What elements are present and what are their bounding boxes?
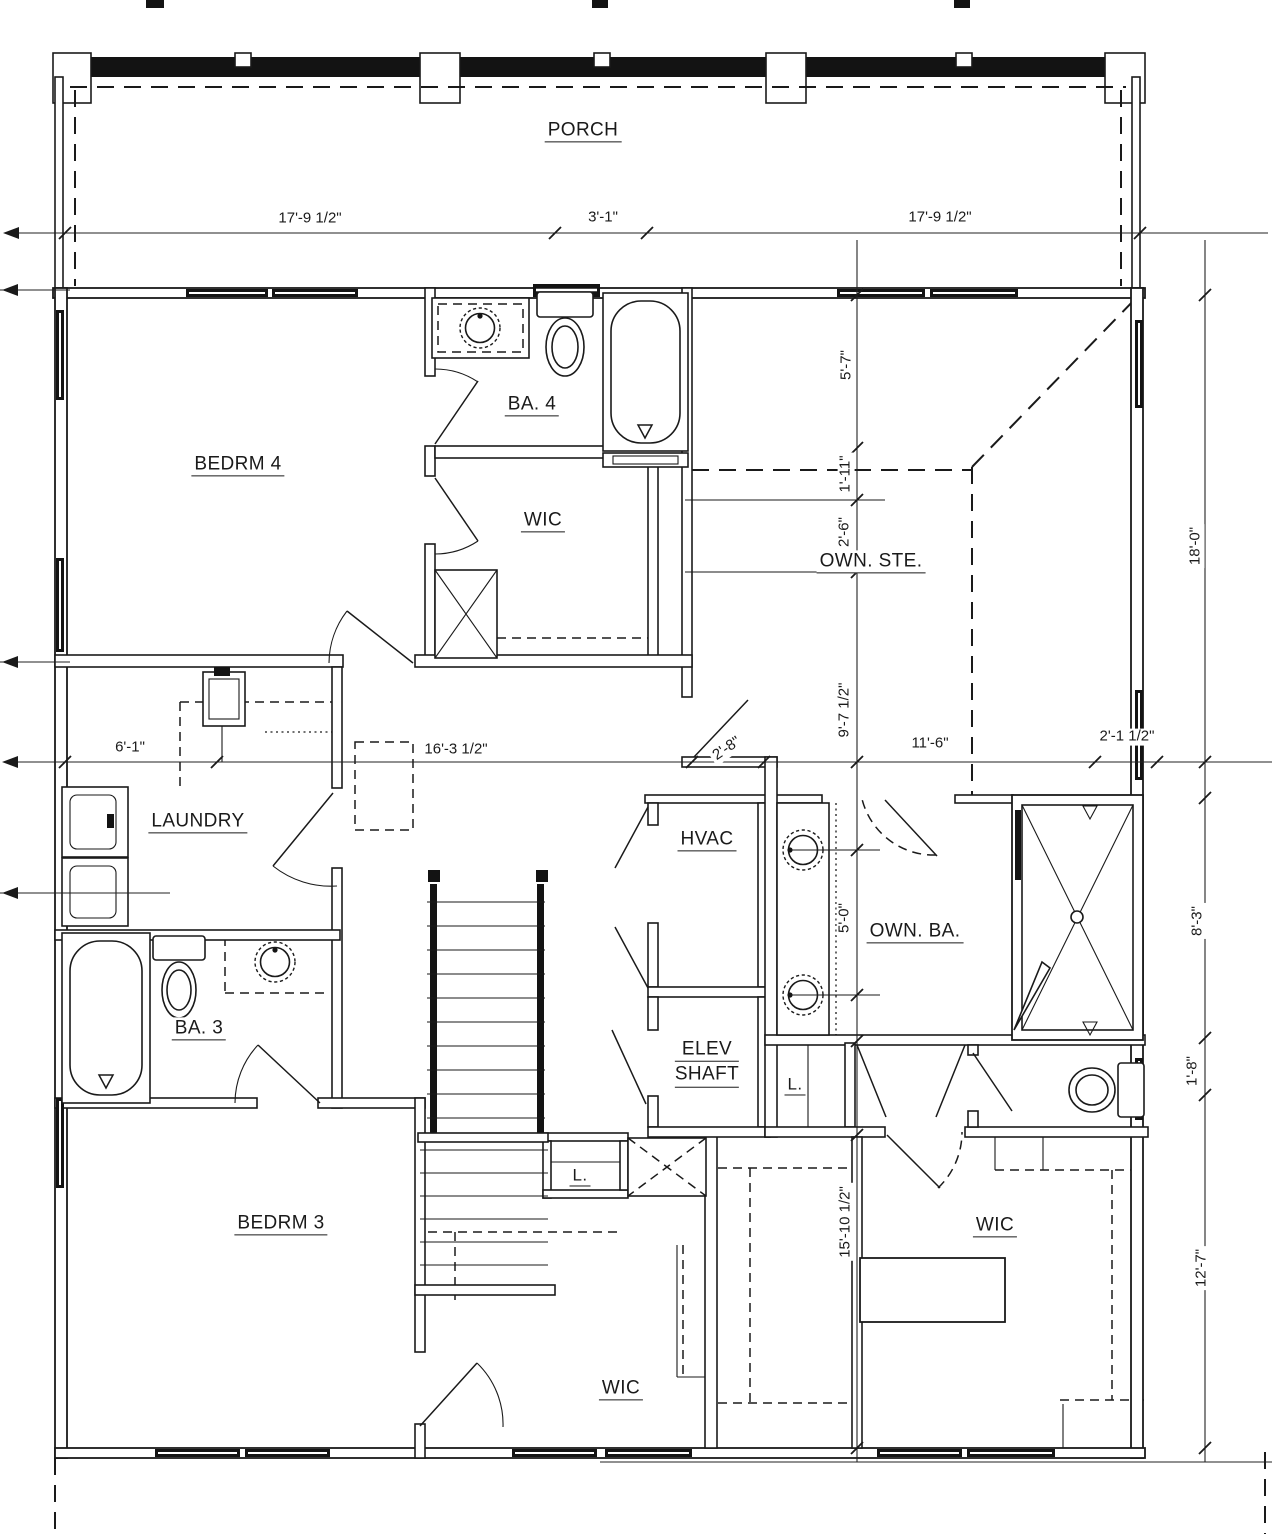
door-wic-ba4	[434, 477, 479, 555]
window-icon	[930, 289, 1018, 297]
window-icon	[56, 558, 64, 652]
porch-structure	[52, 0, 1146, 290]
room-label-bedrm3: BEDRM 3	[234, 1212, 328, 1236]
room-label-ba4: BA. 4	[504, 393, 560, 417]
window-icon	[155, 1449, 240, 1457]
elev-shaft-line2: SHAFT	[674, 1064, 740, 1088]
door-ba4	[434, 368, 479, 445]
door-hvac	[614, 806, 649, 989]
door-own-ste	[693, 699, 749, 758]
door-wic-owner	[886, 1131, 963, 1189]
dim-right-small: 1'-8"	[1184, 1053, 1202, 1089]
dim-right-mid: 8'-3"	[1189, 903, 1207, 939]
window-icon	[186, 289, 268, 297]
stairs	[417, 870, 549, 1266]
dryer	[61, 857, 129, 927]
vanity-sink-ba4	[431, 297, 530, 359]
dim-ste-top: 5'-7"	[838, 347, 856, 383]
window-icon	[605, 1449, 692, 1457]
room-label-own-ba: OWN. BA.	[866, 920, 964, 944]
door-bedrm3	[419, 1362, 504, 1428]
window-icon	[272, 289, 358, 297]
elev-shaft-line1: ELEV	[674, 1039, 740, 1062]
room-label-porch: PORCH	[544, 119, 622, 143]
ceiling-dash-lines	[54, 295, 1266, 1534]
door-ba3	[234, 1044, 321, 1104]
window-icon	[56, 310, 64, 400]
window-icon	[56, 1098, 64, 1188]
dim-wic-height: 15'-10 1/2"	[837, 1183, 855, 1261]
room-label-bedrm4: BEDRM 4	[191, 453, 285, 477]
chase-box-wic	[434, 569, 498, 659]
door-bedrm4	[328, 610, 414, 664]
dim-porch-left: 17'-9 1/2"	[275, 210, 345, 228]
dim-laundry-width: 6'-1"	[112, 739, 148, 757]
room-label-hvac: HVAC	[677, 828, 737, 852]
window-icon	[967, 1449, 1055, 1457]
utility-sink-laundry	[202, 667, 246, 762]
door-owner-hall-left	[856, 1044, 887, 1118]
dim-right-upper: 18'-0"	[1187, 523, 1205, 569]
shower-own-ba	[1011, 794, 1144, 1041]
toilet-own	[1068, 1062, 1145, 1118]
washer	[61, 786, 129, 858]
dim-ste-tall: 9'-7 1/2"	[836, 679, 854, 741]
room-label-wic-center: WIC	[598, 1377, 644, 1401]
door-toilet-room	[972, 1052, 1013, 1112]
window-icon	[877, 1449, 962, 1457]
room-label-laundry: LAUNDRY	[148, 810, 248, 834]
dim-shower-width: 2'-1 1/2"	[1096, 728, 1158, 746]
room-label-linen-stair: L.	[569, 1165, 591, 1187]
window-icon	[512, 1449, 597, 1457]
window-icon	[245, 1449, 330, 1457]
room-label-ba3: BA. 3	[171, 1017, 227, 1041]
sink-ba3	[254, 941, 296, 983]
attic-access-box	[627, 1137, 707, 1197]
door-laundry	[272, 792, 338, 887]
door-own-ba	[861, 798, 938, 857]
fixtures	[61, 291, 1145, 1323]
dim-ste-mid: 1'-11"	[837, 452, 855, 496]
room-label-wic-owner: WIC	[972, 1214, 1018, 1238]
interior-walls	[54, 287, 1149, 1459]
room-label-own-ste: OWN. STE.	[816, 550, 926, 574]
window-icon	[1135, 320, 1143, 408]
closet-island	[859, 1257, 1006, 1323]
dim-ownba-width: 11'-6"	[908, 735, 952, 753]
window-icon	[837, 289, 925, 297]
bathtub-ba4	[602, 292, 689, 468]
dim-vanity-span: 5'-0"	[836, 900, 854, 936]
toilet-ba4	[536, 291, 594, 377]
dim-porch-right: 17'-9 1/2"	[905, 209, 975, 227]
room-label-wic-ba4: WIC	[520, 509, 566, 533]
vanity-own-ba	[776, 802, 880, 1036]
dim-porch-center: 3'-1"	[585, 209, 621, 227]
dim-right-lower: 12'-7"	[1193, 1245, 1211, 1291]
doors	[234, 368, 1013, 1428]
toilet-ba3	[152, 935, 206, 1019]
bathtub-ba3	[61, 932, 151, 1104]
dim-hall-width: 16'-3 1/2"	[421, 741, 491, 759]
dim-ste-low: 2'-6"	[836, 514, 854, 550]
door-elev-shaft	[611, 1029, 647, 1105]
door-owner-hall-right	[935, 1044, 966, 1118]
room-label-linen-hall: L.	[784, 1074, 806, 1096]
